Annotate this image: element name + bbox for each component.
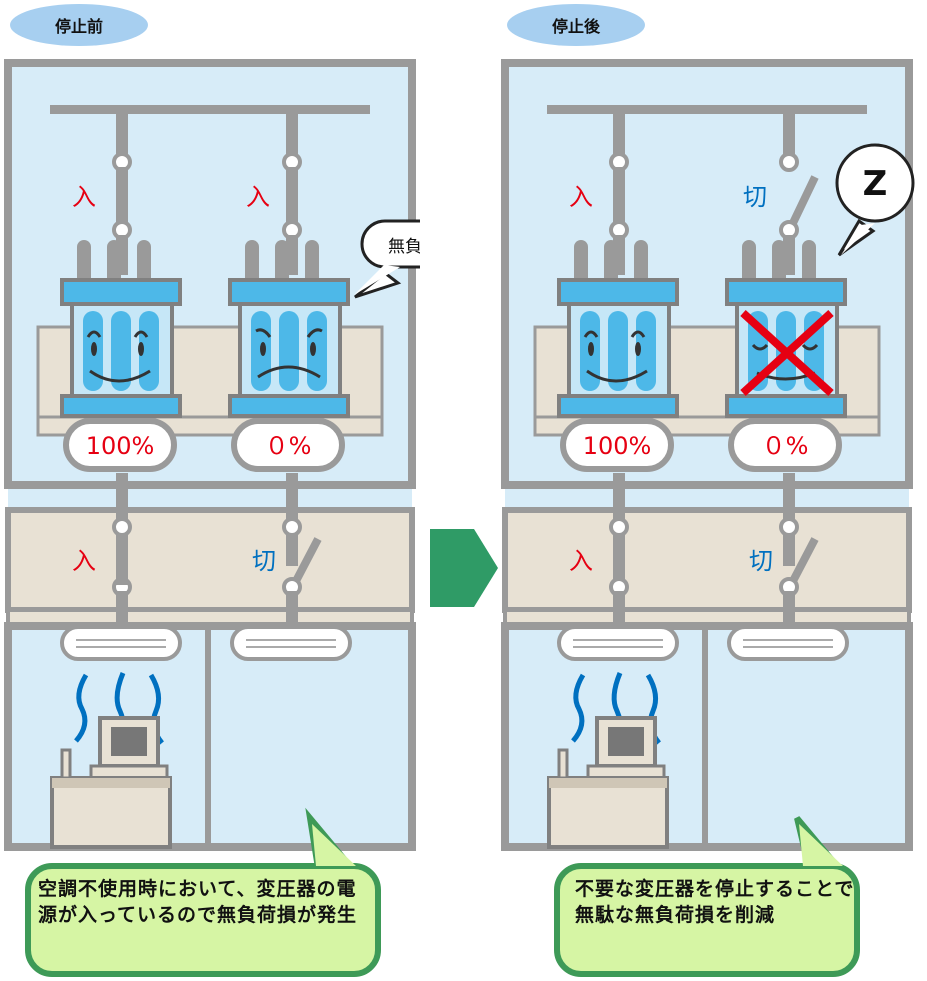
load-badge bbox=[231, 418, 345, 472]
load-value: ０% bbox=[265, 432, 312, 460]
after-note-callout bbox=[554, 816, 860, 977]
open-switch-blade bbox=[789, 537, 819, 583]
load-value: 100% bbox=[583, 432, 652, 460]
transition-arrow-icon bbox=[430, 529, 498, 607]
air-conditioner-off bbox=[727, 625, 849, 661]
sleep-z-icon: Z bbox=[863, 164, 888, 204]
transformer-stopped bbox=[725, 240, 847, 418]
desk-computer-icon bbox=[50, 716, 172, 849]
load-badge bbox=[728, 418, 842, 472]
feeder-line bbox=[286, 167, 298, 233]
load-value: 100% bbox=[86, 432, 155, 460]
before-note: 空調不使用時において、変圧器の電源が入っているので無負荷損が発生 bbox=[38, 878, 358, 926]
open-switch-blade bbox=[789, 175, 819, 225]
switch-node bbox=[112, 517, 132, 537]
transformer-happy bbox=[60, 240, 182, 418]
air-conditioner-off bbox=[230, 625, 352, 661]
switch-node bbox=[609, 517, 629, 537]
airflow-icon bbox=[571, 673, 586, 743]
before-building-diagram: 入 入 bbox=[4, 59, 420, 851]
feeder-line bbox=[116, 167, 128, 233]
after-panel: 停止後 入 切 bbox=[497, 0, 917, 981]
transformer-happy bbox=[557, 240, 679, 418]
no-load-loss-bubble: 無負荷損 bbox=[354, 219, 420, 299]
switch-node bbox=[282, 517, 302, 537]
switchboard bbox=[502, 507, 912, 613]
desk-computer-icon bbox=[547, 716, 669, 849]
open-switch-blade bbox=[292, 537, 322, 583]
bus-bar bbox=[547, 105, 867, 114]
sleep-bubble: Z bbox=[835, 143, 915, 257]
top-switch-label: 切 bbox=[743, 183, 767, 211]
switch-node bbox=[779, 152, 799, 172]
top-switch-label: 入 bbox=[72, 183, 96, 211]
bus-bar bbox=[50, 105, 370, 114]
load-value: ０% bbox=[762, 432, 809, 460]
after-building-diagram: 入 切 bbox=[501, 59, 915, 851]
airflow-icon bbox=[74, 673, 89, 743]
load-badge bbox=[63, 418, 177, 472]
air-conditioner-on bbox=[60, 625, 182, 661]
bottom-switch-label: 入 bbox=[72, 547, 96, 575]
transformer-sad bbox=[228, 240, 350, 418]
bottom-switch-label: 切 bbox=[252, 547, 276, 575]
switch-node bbox=[779, 517, 799, 537]
svg-text:無負荷損: 無負荷損 bbox=[388, 237, 420, 257]
bottom-switch-label: 入 bbox=[569, 547, 593, 575]
after-tag: 停止後 bbox=[507, 4, 645, 46]
top-switch-label: 入 bbox=[569, 183, 593, 211]
before-panel: 停止前 入 入 bbox=[0, 0, 420, 981]
air-conditioner-on bbox=[557, 625, 679, 661]
top-switch-label: 入 bbox=[246, 183, 270, 211]
bottom-switch-label: 切 bbox=[749, 547, 773, 575]
before-note-callout bbox=[25, 807, 381, 977]
switchboard bbox=[5, 507, 415, 613]
load-badge bbox=[560, 418, 674, 472]
after-note: 不要な変圧器を停止することで無駄な無負荷損を削減 bbox=[575, 878, 855, 926]
before-tag: 停止前 bbox=[10, 4, 148, 46]
